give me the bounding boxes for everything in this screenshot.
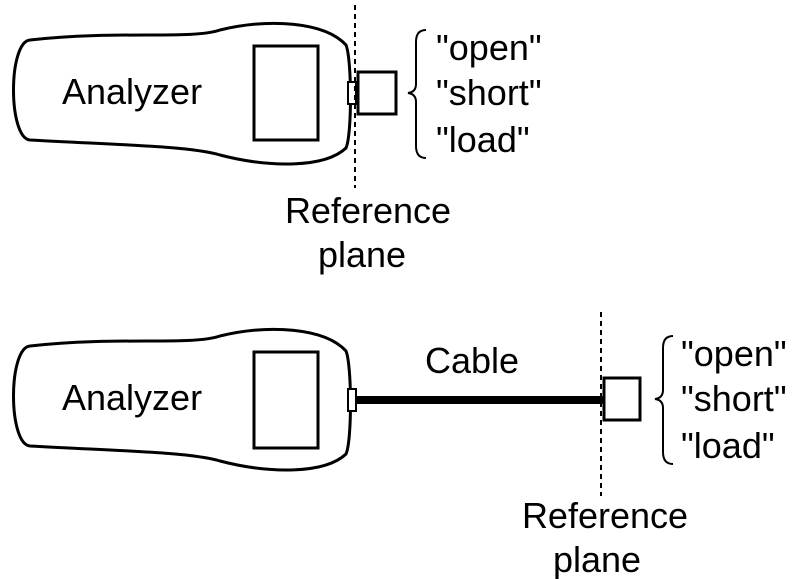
standard-open: "open" <box>436 27 542 68</box>
brace <box>407 29 427 159</box>
analyzer-label: Analyzer <box>62 377 202 418</box>
analyzer-label: Analyzer <box>62 71 202 112</box>
standard-short: "short" <box>436 72 542 113</box>
brace <box>654 335 674 465</box>
reference-plane-label-line1: Reference <box>285 190 451 231</box>
reference-plane-label-line2: plane <box>318 234 406 275</box>
reference-plane-label-line1: Reference <box>522 495 688 536</box>
diagram-with-cable: Analyzer Cable "open" "short" "load" Ref… <box>12 312 787 579</box>
calibration-standard-box <box>356 70 398 116</box>
cable-label: Cable <box>425 340 519 381</box>
calibration-standard-box <box>602 376 642 422</box>
standard-load: "load" <box>681 425 775 466</box>
standard-short: "short" <box>681 378 787 419</box>
analyzer-port <box>347 81 357 105</box>
standard-open: "open" <box>681 333 787 374</box>
diagram-direct: Analyzer "open" "short" "load" Reference… <box>12 5 542 275</box>
reference-plane-label-line2: plane <box>553 539 641 579</box>
analyzer-port <box>347 388 357 412</box>
standard-load: "load" <box>436 119 530 160</box>
analyzer-screen <box>252 350 320 450</box>
analyzer-screen <box>252 44 320 142</box>
